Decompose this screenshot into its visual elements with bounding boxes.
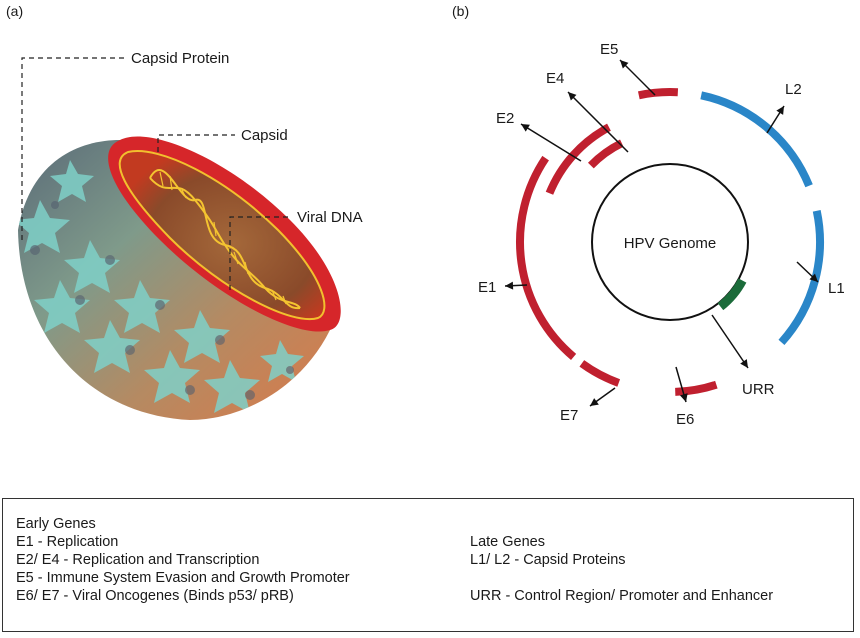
callout-viral-dna: Viral DNA xyxy=(297,209,363,226)
arrow-e4 xyxy=(567,91,629,153)
arrow-urr xyxy=(711,314,749,369)
legend-item: E1 - Replication xyxy=(16,534,119,550)
arrow-e6-head xyxy=(679,393,688,402)
gene-label-e4: E4 xyxy=(546,70,564,87)
legend-late-heading: Late Genes xyxy=(470,534,545,550)
arc-l2 xyxy=(700,91,813,188)
gene-arrows xyxy=(504,59,819,407)
callout-leaders xyxy=(21,57,292,290)
arrow-e5 xyxy=(619,59,656,96)
capsid-illustration xyxy=(18,136,341,420)
arrow-e2 xyxy=(520,123,582,162)
capsid-interior xyxy=(118,150,326,321)
arc-e1 xyxy=(516,155,577,360)
panel-b-label: (b) xyxy=(452,3,469,19)
arrow-e1-head xyxy=(505,281,514,290)
genome-label: HPV Genome xyxy=(624,235,717,252)
legend-early-column: Early Genes E1 - Replication E2/ E4 - Re… xyxy=(16,515,350,605)
hpv-figure: (a) xyxy=(6,3,845,428)
arrow-urr-head xyxy=(740,359,748,368)
arc-e4 xyxy=(587,139,624,169)
panel-a-label: (a) xyxy=(6,3,23,19)
arc-e5 xyxy=(637,88,679,100)
gene-label-e5: E5 xyxy=(600,41,618,58)
legend-urr-item: URR - Control Region/ Promoter and Enhan… xyxy=(470,588,774,604)
callout-capsid-protein: Capsid Protein xyxy=(131,50,229,67)
callout-capsid: Capsid xyxy=(241,127,288,144)
legend-item: E2/ E4 - Replication and Transcription xyxy=(16,552,260,568)
arrow-e4-head xyxy=(568,92,577,101)
arc-urr xyxy=(717,278,747,311)
gene-label-e6: E6 xyxy=(676,411,694,428)
gene-label-e2: E2 xyxy=(496,110,514,127)
capsomer-pattern xyxy=(18,160,304,413)
arrow-e7-head xyxy=(590,398,599,406)
gene-label-l1: L1 xyxy=(828,280,845,297)
gene-label-e1: E1 xyxy=(478,279,496,296)
gene-label-l2: L2 xyxy=(785,81,802,98)
legend-late-column: Late Genes L1/ L2 - Capsid Proteins URR … xyxy=(470,533,773,605)
arrow-l1-head xyxy=(809,273,818,282)
arc-e6 xyxy=(675,380,718,396)
legend-item: L1/ L2 - Capsid Proteins xyxy=(470,552,626,568)
legend-item: E5 - Immune System Evasion and Growth Pr… xyxy=(16,570,350,586)
viral-dna-helix xyxy=(149,169,301,310)
gene-label-e7: E7 xyxy=(560,407,578,424)
legend-item: E6/ E7 - Viral Oncogenes (Binds p53/ pRB… xyxy=(16,588,294,604)
arrow-l2-head xyxy=(776,106,784,115)
genome-circle xyxy=(591,163,749,321)
legend-early-heading: Early Genes xyxy=(16,516,96,532)
arc-e7 xyxy=(579,360,621,387)
arrow-e5-head xyxy=(620,60,629,69)
gene-label-urr: URR xyxy=(742,381,775,398)
arrow-e2-head xyxy=(521,124,530,132)
arc-e2 xyxy=(545,123,611,195)
gene-legend: Early Genes E1 - Replication E2/ E4 - Re… xyxy=(2,498,854,632)
